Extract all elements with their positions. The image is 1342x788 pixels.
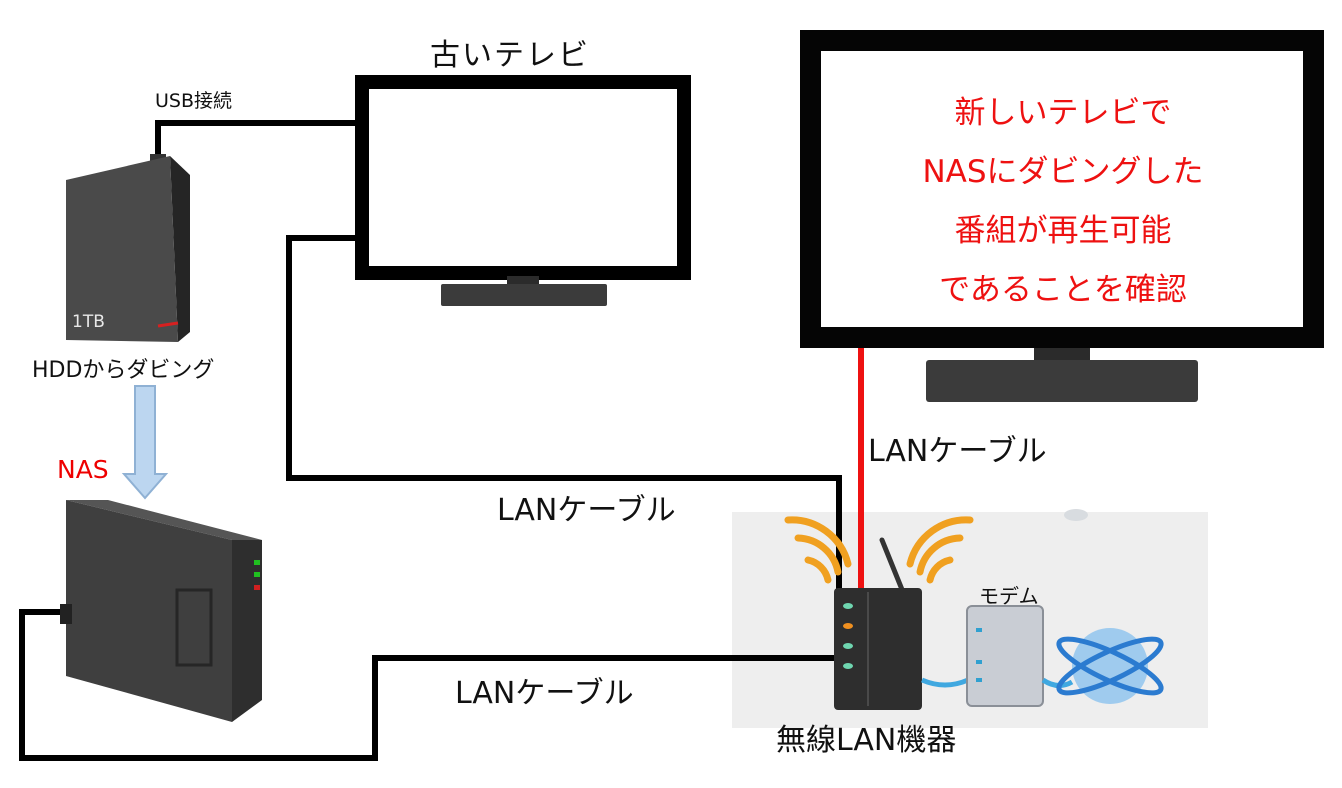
router-modem-cable <box>921 677 969 688</box>
screen-line: NASにダビングした <box>922 154 1204 190</box>
wifi-icon <box>784 516 974 584</box>
modem-label: モデム <box>979 584 1039 608</box>
new-tv-screen-text: 新しいテレビで NASにダビングした 番組が再生可能 であることを確認 <box>822 84 1304 320</box>
hdd-icon <box>66 154 190 342</box>
router-icon <box>834 537 922 710</box>
nas-label: NAS <box>57 455 109 484</box>
modem-icon <box>966 605 1044 707</box>
new-tv-stand <box>926 360 1198 402</box>
cables <box>19 120 842 761</box>
screen-line: 番組が再生可能 <box>954 213 1172 249</box>
lan-label-nas: LANケーブル <box>455 676 634 711</box>
cloud-fragment <box>1064 509 1088 521</box>
old-tv-title: 古いテレビ <box>430 38 590 73</box>
new-tv-screen <box>821 51 1303 327</box>
lan-label-new-tv: LANケーブル <box>868 434 1047 469</box>
usb-label: USB接続 <box>155 90 233 112</box>
lan-label-old-tv: LANケーブル <box>497 493 676 528</box>
old-tv-frame <box>355 75 691 280</box>
screen-line: であることを確認 <box>939 272 1187 308</box>
router-label: 無線LAN機器 <box>776 723 957 758</box>
hdd-capacity-label: 1TB <box>72 312 105 332</box>
lan-cable-old-tv <box>286 235 842 590</box>
hdd-dub-label: HDDからダビング <box>32 358 215 383</box>
usb-cable <box>155 120 366 158</box>
nas-icon <box>60 500 262 722</box>
lan-cable-nas <box>19 609 840 761</box>
new-tv <box>800 30 1324 402</box>
screen-line: 新しいテレビで <box>954 95 1172 131</box>
down-arrow-icon <box>121 385 169 500</box>
globe-icon <box>1056 628 1164 704</box>
old-tv-stand <box>441 284 607 306</box>
old-tv <box>355 75 691 306</box>
